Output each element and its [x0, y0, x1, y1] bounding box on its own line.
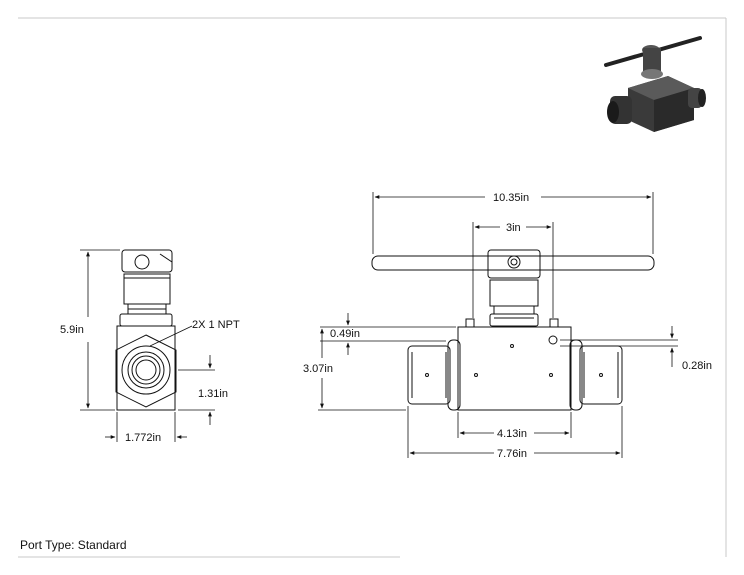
port-label: 2X 1 NPT — [192, 319, 240, 331]
top-offset-label: 0.49in — [330, 328, 360, 340]
port-center-label: 1.31in — [198, 388, 228, 400]
handle-span-label: 3in — [506, 222, 521, 234]
body-height-label: 3.07in — [303, 363, 333, 375]
side-width-label: 1.772in — [125, 432, 161, 444]
front-view-dimension-lines — [318, 192, 678, 458]
sheet-border — [18, 17, 727, 558]
body-width-label: 4.13in — [497, 428, 527, 440]
front-view — [371, 249, 655, 411]
valve-isometric-image — [604, 36, 706, 132]
side-view — [115, 249, 177, 411]
port-type-caption: Port Type: Standard — [20, 538, 127, 552]
total-height-label: 5.9in — [60, 324, 84, 336]
overall-length-label: 10.35in — [493, 192, 529, 204]
port-to-port-label: 7.76in — [497, 448, 527, 460]
side-view-dimension-lines — [80, 249, 215, 442]
side-offset-label: 0.28in — [682, 360, 712, 372]
